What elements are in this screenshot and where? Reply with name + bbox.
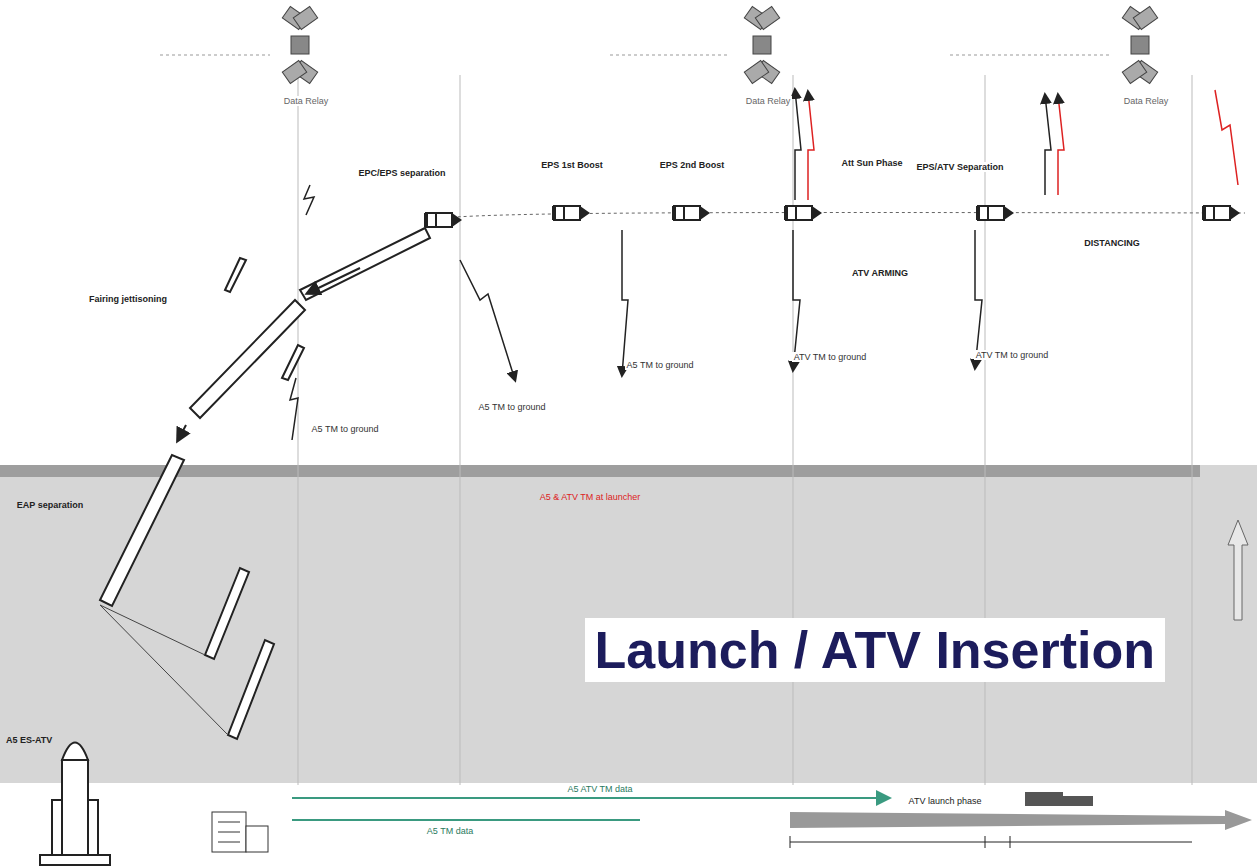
phase-label: DISTANCING xyxy=(1082,238,1141,248)
relay-satellite-label: Data Relay xyxy=(744,96,793,106)
telemetry-label: A5 TM to ground xyxy=(477,402,548,412)
launcher-label: A5 ES-ATV xyxy=(4,735,54,745)
telemetry-label: ATV TM to ground xyxy=(792,352,869,362)
phase-label: EPS/ATV Separation xyxy=(915,162,1006,172)
title: Launch / ATV Insertion xyxy=(585,618,1165,682)
relay-satellite-label: Data Relay xyxy=(282,96,331,106)
phase-label: EPS 1st Boost xyxy=(539,160,605,170)
telemetry-label: ATV TM to ground xyxy=(974,350,1051,360)
relay-satellite-label: Data Relay xyxy=(1122,96,1171,106)
timeline-label: A5 TM data xyxy=(425,826,475,836)
phase-label: Att Sun Phase xyxy=(839,158,904,168)
timeline-label: A5 ATV TM data xyxy=(565,784,634,794)
phase-label: ATV ARMING xyxy=(850,268,910,278)
telemetry-label: A5 TM to ground xyxy=(625,360,696,370)
phase-label: EPC/EPS separation xyxy=(356,168,447,178)
phase-label: EPS 2nd Boost xyxy=(658,160,727,170)
timeline-label: ATV launch phase xyxy=(907,796,984,806)
note-label: A5 & ATV TM at launcher xyxy=(538,492,643,502)
phase-label: EAP separation xyxy=(15,500,85,510)
telemetry-label: A5 TM to ground xyxy=(310,424,381,434)
phase-label: Fairing jettisoning xyxy=(87,294,169,304)
